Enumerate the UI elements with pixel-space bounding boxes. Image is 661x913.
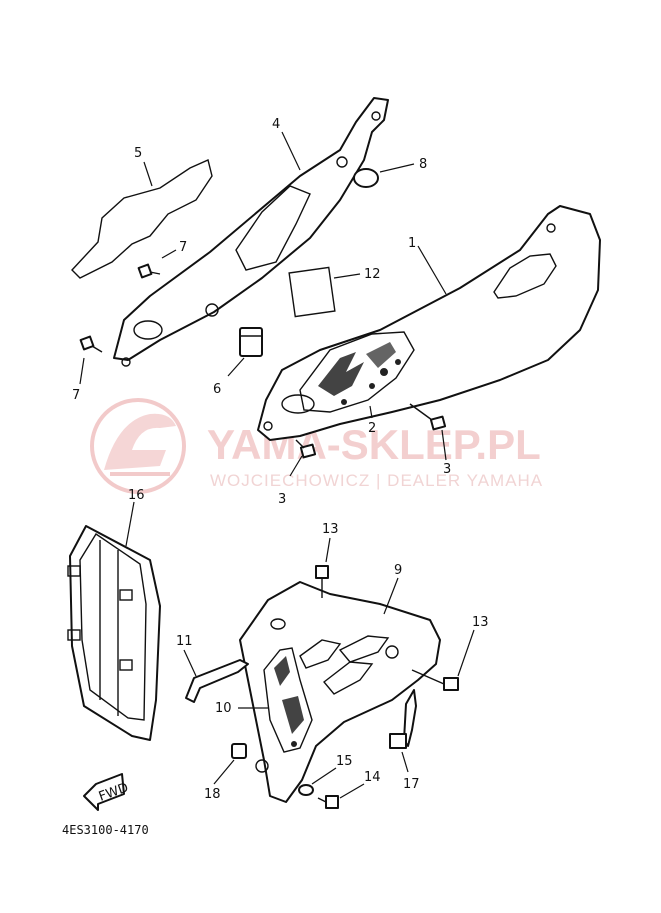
callout-10: 10 (215, 701, 232, 716)
part-9-lower-cover (239, 577, 441, 803)
part-15-washer (298, 767, 337, 796)
part-2-graphic-decal (299, 331, 415, 413)
part-8-grommet (353, 163, 415, 188)
callout-16: 16 (128, 488, 145, 503)
part-13-bolt-right (411, 629, 475, 691)
part-1-side-cover (257, 205, 601, 441)
callout-3-right: 3 (443, 462, 451, 477)
callout-7-lower: 7 (72, 388, 80, 403)
watermark: YAMA-SKLEP.PL WOJCIECHOWICZ | DEALER YAM… (90, 398, 543, 494)
part-5-decal (71, 159, 213, 279)
callout-4: 4 (272, 117, 280, 132)
callout-5: 5 (134, 146, 142, 161)
part-10-graphic-decal (238, 647, 313, 753)
part-7-bolt-upper (137, 249, 177, 279)
callout-13-top: 13 (322, 522, 339, 537)
fwd-arrow-icon: FWD (83, 773, 131, 811)
part-18-clip (213, 743, 269, 785)
callout-9: 9 (394, 563, 402, 578)
part-4-side-cover-inner (113, 97, 389, 367)
callout-14: 14 (364, 770, 381, 785)
part-17-clip-nut (389, 689, 417, 773)
callout-18: 18 (204, 787, 221, 802)
part-3-bolt-right (409, 403, 447, 461)
callout-17: 17 (403, 777, 420, 792)
part-16-radiator-guard (67, 501, 161, 741)
part-12-label (288, 266, 361, 318)
watermark-subtitle: WOJCIECHOWICZ | DEALER YAMAHA (210, 471, 543, 490)
callout-7-upper: 7 (179, 240, 187, 255)
part-13-bolt-top (315, 537, 331, 598)
part-code: 4ES3100-4170 (62, 823, 149, 837)
callout-1: 1 (408, 236, 416, 251)
part-11-bracket (183, 649, 249, 703)
watermark-logo-icon (90, 398, 186, 494)
part-14-bolt (317, 783, 365, 809)
callout-2: 2 (368, 421, 376, 436)
callout-15: 15 (336, 754, 353, 769)
part-7-bolt-lower (79, 335, 103, 385)
callout-6: 6 (213, 382, 221, 397)
callout-labels: 1 2 3 3 4 5 6 7 7 8 9 10 11 12 13 13 14 … (72, 117, 489, 802)
callout-13-right: 13 (472, 615, 489, 630)
part-3-bolt-left (289, 439, 317, 477)
callout-12: 12 (364, 267, 381, 282)
callout-11: 11 (176, 634, 193, 649)
part-6-damper (227, 327, 263, 377)
callout-8: 8 (419, 157, 427, 172)
callout-3-left: 3 (278, 492, 286, 507)
